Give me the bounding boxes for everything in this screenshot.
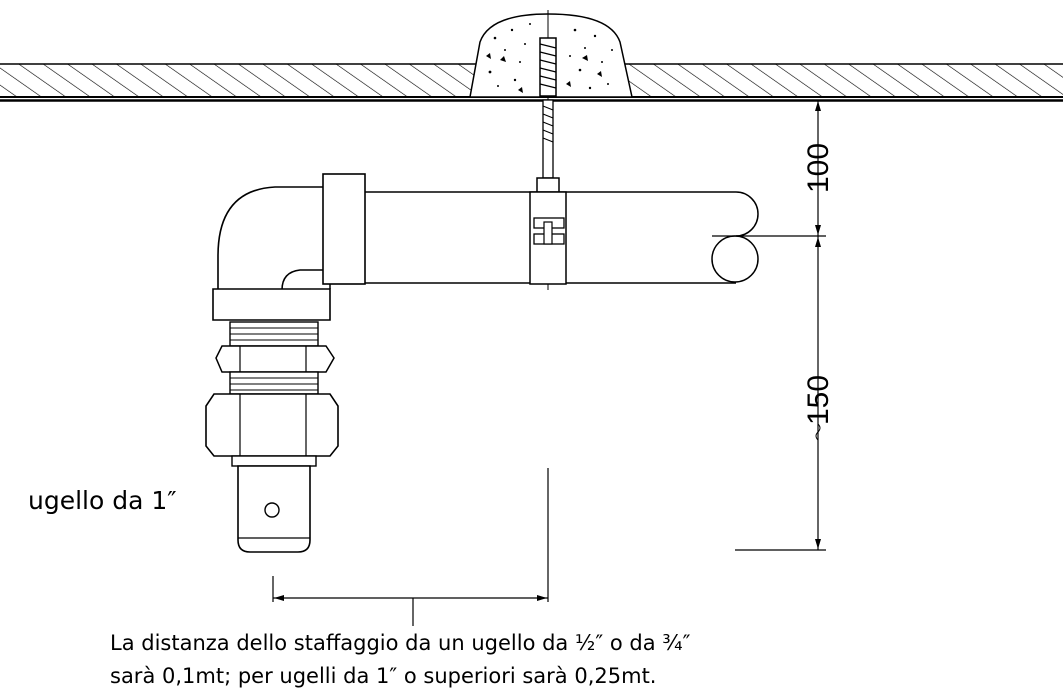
horizontal-dimension: [272, 468, 549, 626]
vertical-dimension: [735, 100, 826, 551]
nozzle-fitting: [205, 321, 339, 553]
note-line-1: La distanza dello staffaggio da un ugell…: [110, 631, 691, 655]
dimension-label-100: 100: [802, 143, 835, 193]
nozzle-label: ugello da 1″: [28, 486, 177, 515]
threaded-rod: [539, 37, 557, 179]
pipe-clamp: [529, 177, 567, 285]
note-line-2: sarà 0,1mt; per ugelli da 1″ o superiori…: [110, 664, 656, 688]
dimension-label-150: 150: [802, 375, 835, 425]
elbow-fitting: [212, 173, 366, 321]
